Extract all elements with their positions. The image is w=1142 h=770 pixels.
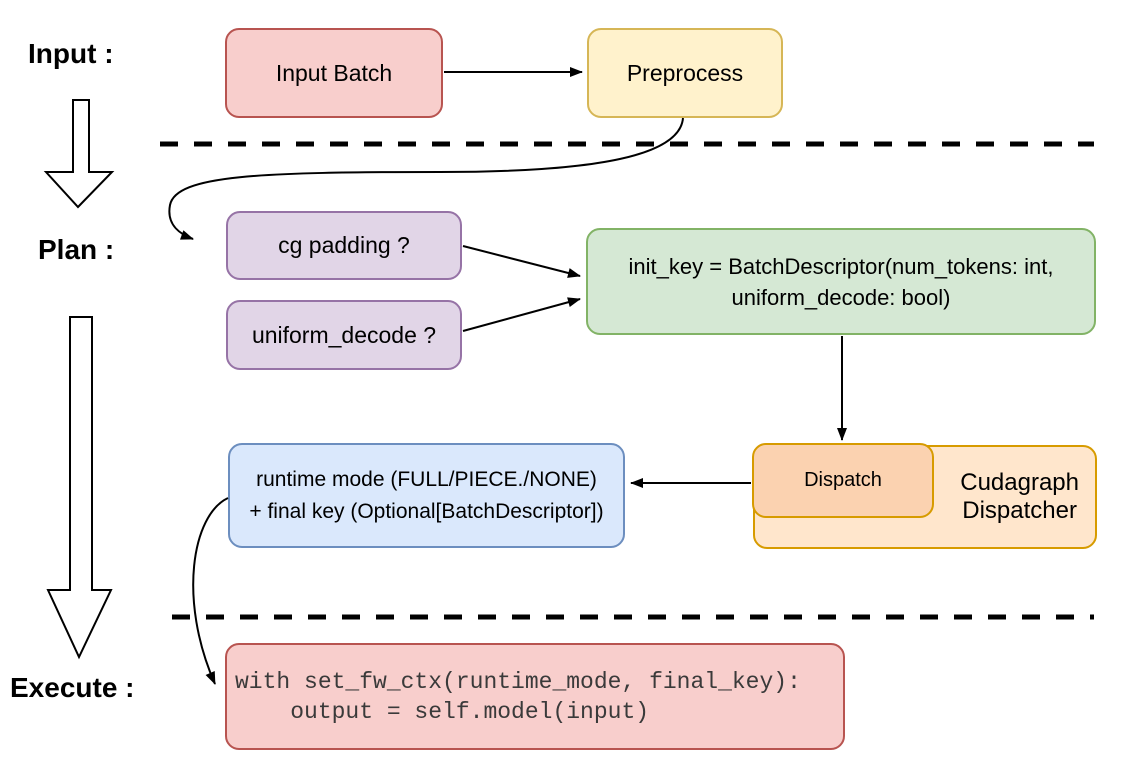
node-preprocess: Preprocess	[587, 28, 783, 118]
arrow-uniform-decode-to-init-key	[462, 297, 581, 332]
node-runtime-mode-line1: runtime mode (FULL/PIECE./NONE)	[256, 467, 597, 491]
node-uniform-decode-label: uniform_decode ?	[251, 321, 437, 348]
node-cudagraph-line2: Dispatcher	[962, 497, 1077, 524]
arrow-preprocess-to-cg-padding	[168, 117, 684, 240]
node-dispatch-label: Dispatch	[804, 469, 882, 491]
stage-label-execute: Execute :	[10, 672, 135, 703]
stage-label-plan: Plan :	[38, 234, 115, 265]
node-runtime-mode-final-key: runtime mode (FULL/PIECE./NONE) + final …	[228, 443, 625, 548]
arrow-cg-padding-to-init-key	[462, 245, 581, 278]
node-cg-padding: cg padding ?	[226, 211, 462, 280]
node-dispatch: Dispatch	[752, 443, 934, 518]
node-input-batch-label: Input Batch	[275, 59, 393, 86]
arrow-runtime-mode-to-execute-code	[192, 497, 229, 685]
node-input-batch: Input Batch	[225, 28, 443, 118]
execute-code-line1: with set_fw_ctx(runtime_mode, final_key)…	[235, 668, 801, 695]
node-init-key: init_key = BatchDescriptor(num_tokens: i…	[586, 228, 1096, 335]
node-init-key-line2: uniform_decode: bool)	[731, 284, 951, 310]
stage-flow-arrow-input-to-plan	[43, 99, 115, 209]
execute-code-line2: output = self.model(input)	[235, 698, 650, 725]
stage-label-input: Input :	[28, 38, 114, 69]
node-cg-padding-label: cg padding ?	[278, 232, 410, 258]
node-uniform-decode: uniform_decode ?	[226, 300, 462, 370]
node-cudagraph-line1: Cudagraph	[960, 469, 1079, 496]
node-execute-code: with set_fw_ctx(runtime_mode, final_key)…	[225, 643, 845, 750]
node-init-key-line1: init_key = BatchDescriptor(num_tokens: i…	[628, 253, 1054, 279]
node-runtime-mode-line2: + final key (Optional[BatchDescriptor])	[249, 499, 604, 523]
node-preprocess-label: Preprocess	[626, 59, 744, 86]
stage-flow-arrow-plan-to-execute	[46, 316, 113, 660]
